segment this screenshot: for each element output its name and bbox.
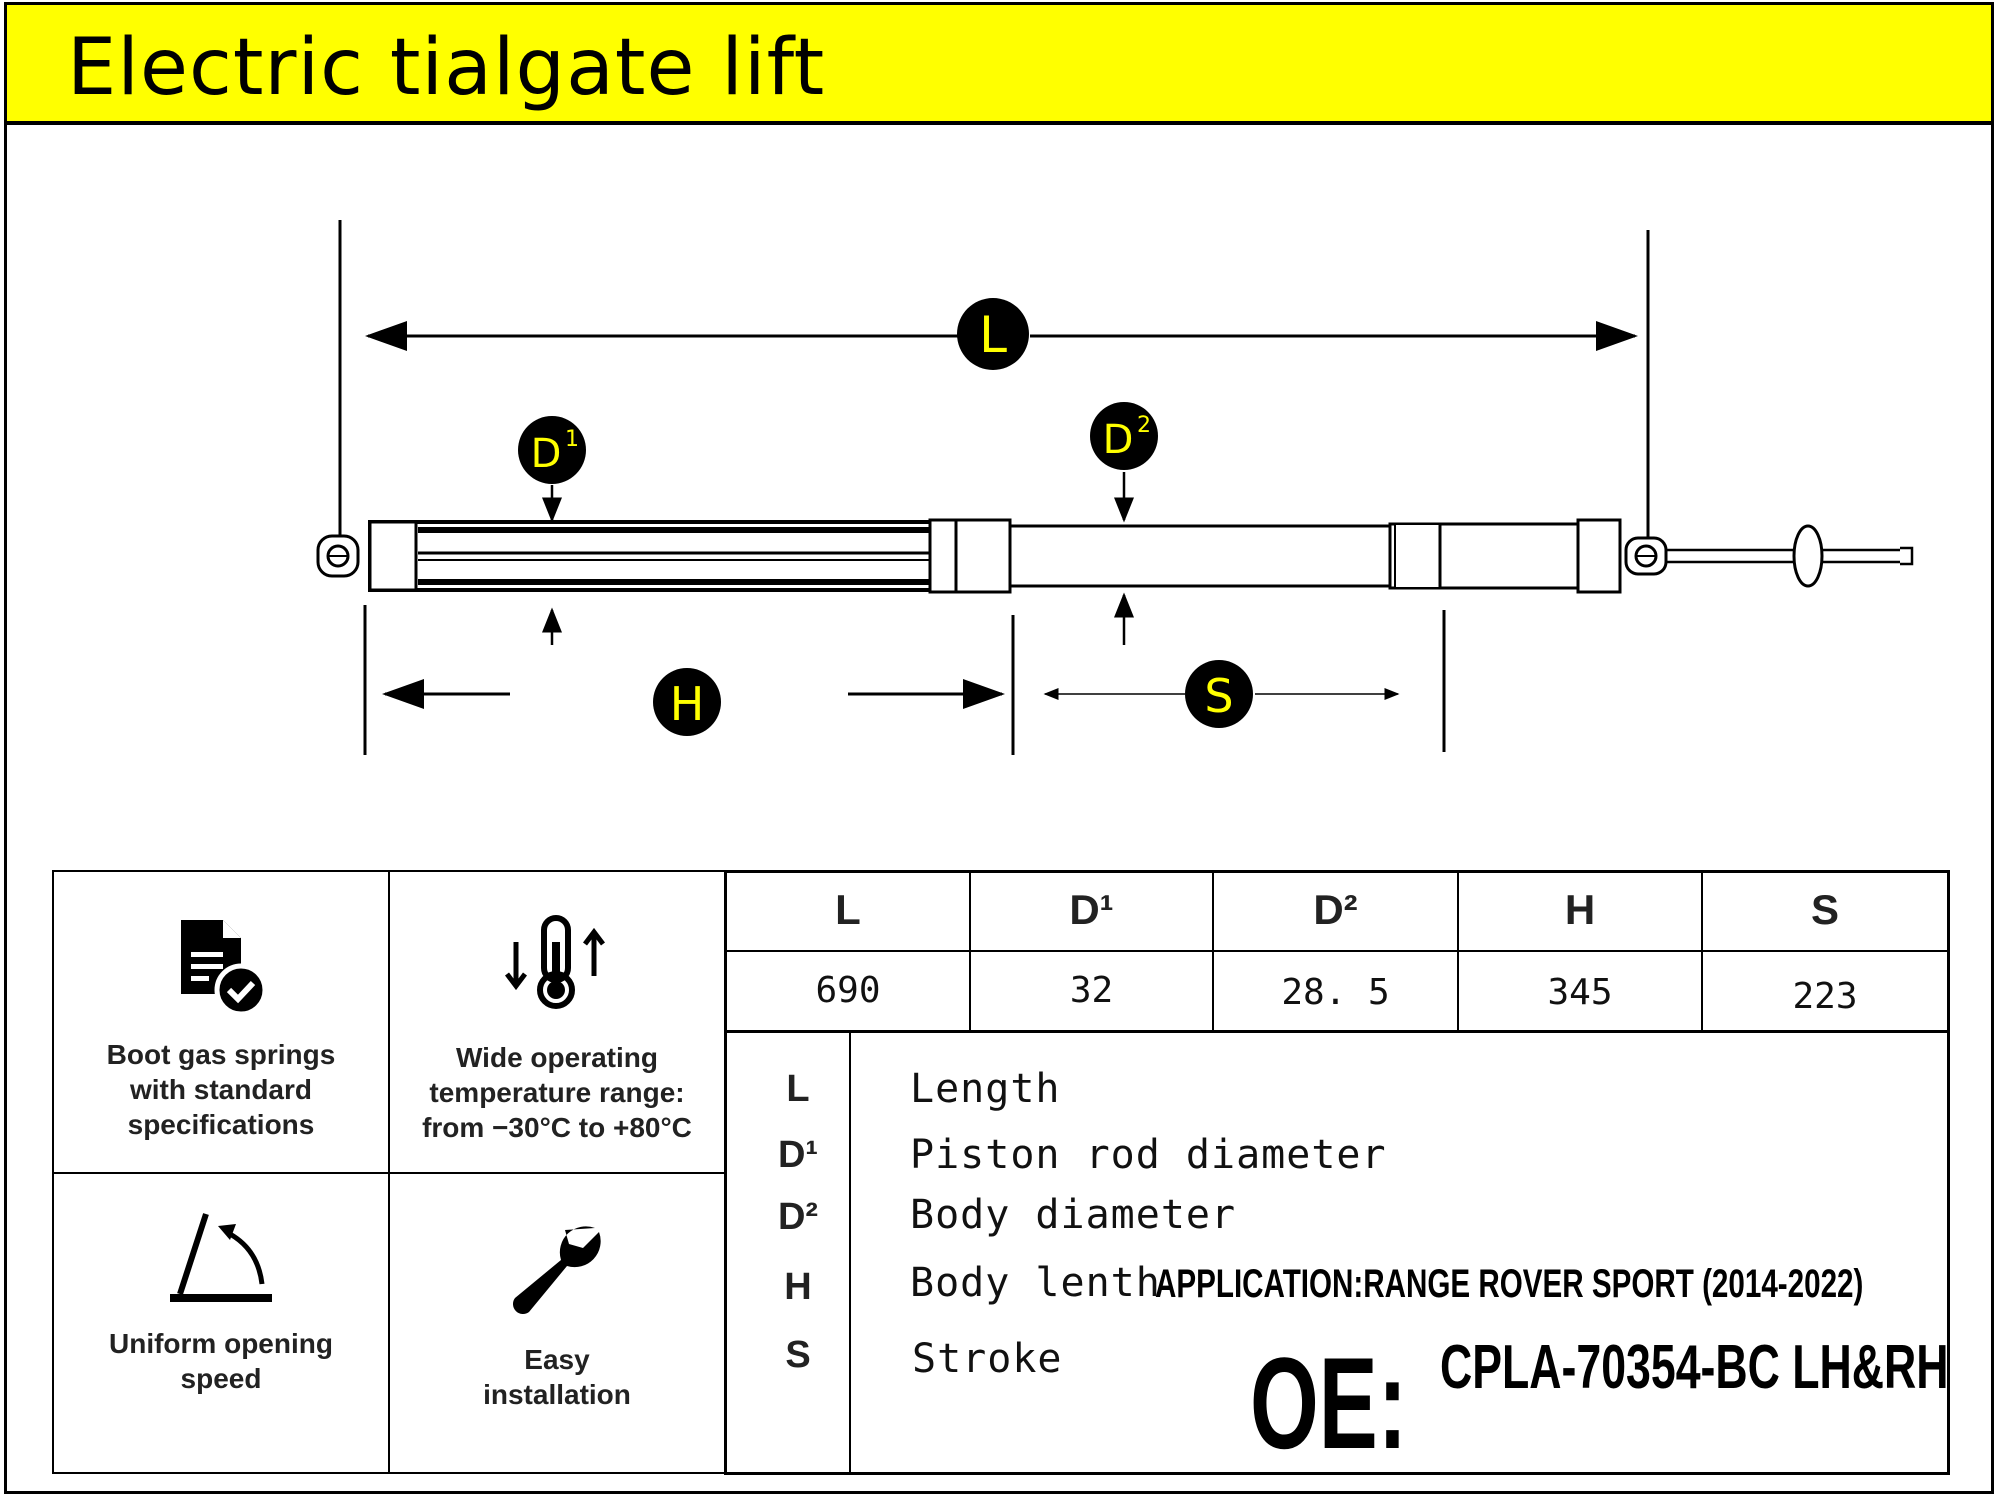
strut-diagram: L D 1 D 2 <box>316 220 1914 755</box>
page-title: Electric tialgate lift <box>67 23 826 113</box>
svg-text:H: H <box>670 677 705 731</box>
feature-easy-installation: Easy installation <box>388 1172 726 1474</box>
d1-badge: D 1 <box>518 416 586 484</box>
value-s: 223 <box>1792 976 1858 1017</box>
thermometer-icon <box>505 915 605 1009</box>
header-d1: D¹ <box>1069 886 1114 933</box>
feature-temperature-range: Wide operating temperature range: from −… <box>388 870 726 1174</box>
value-l: 690 <box>815 970 881 1011</box>
svg-text:2: 2 <box>1137 413 1151 438</box>
legend-desc-length: Length <box>910 1066 1061 1112</box>
value-d2: 28. 5 <box>1281 972 1390 1013</box>
value-d1: 32 <box>1069 970 1114 1011</box>
feature-standard-specs: Boot gas springs with standard specifica… <box>52 870 390 1174</box>
svg-text:1: 1 <box>565 427 579 452</box>
title-bar: Electric tialgate lift <box>4 2 1994 125</box>
strut-body <box>316 518 1914 594</box>
l-badge: L <box>957 298 1029 370</box>
s-badge: S <box>1185 660 1253 728</box>
svg-text:L: L <box>979 306 1007 364</box>
svg-text:S: S <box>1204 669 1233 723</box>
d2-badge: D 2 <box>1090 402 1158 470</box>
header-s: S <box>1810 886 1839 933</box>
value-h: 345 <box>1547 972 1613 1013</box>
svg-text:D: D <box>531 431 562 477</box>
oe-label: OE: <box>1250 1330 1408 1476</box>
header-d2: D² <box>1313 886 1358 933</box>
legend-key-d1: D¹ <box>777 1134 819 1176</box>
h-badge: H <box>653 668 721 736</box>
legend-key-h: H <box>784 1266 812 1308</box>
wrench-icon <box>513 1226 601 1314</box>
legend-key-d2: D² <box>777 1196 819 1238</box>
legend-desc-body-diameter: Body diameter <box>910 1192 1237 1238</box>
oe-number: CPLA-70354-BC LH&RH <box>1440 1333 1949 1402</box>
feature-opening-speed: Uniform opening speed <box>52 1172 390 1474</box>
svg-text:D: D <box>1103 417 1134 463</box>
legend-desc-stroke: Stroke <box>912 1336 1063 1382</box>
legend-key-l: L <box>786 1068 810 1110</box>
header-l: L <box>835 886 861 933</box>
legend-desc-body-length: Body lenth <box>910 1260 1161 1306</box>
document-check-icon <box>181 920 268 1017</box>
opening-angle-icon <box>170 1213 272 1302</box>
header-h: H <box>1564 886 1596 933</box>
legend-key-s: S <box>785 1334 811 1376</box>
application-text: APPLICATION:RANGE ROVER SPORT (2014-2022… <box>1155 1262 1864 1306</box>
legend-desc-piston-rod: Piston rod diameter <box>910 1132 1387 1178</box>
